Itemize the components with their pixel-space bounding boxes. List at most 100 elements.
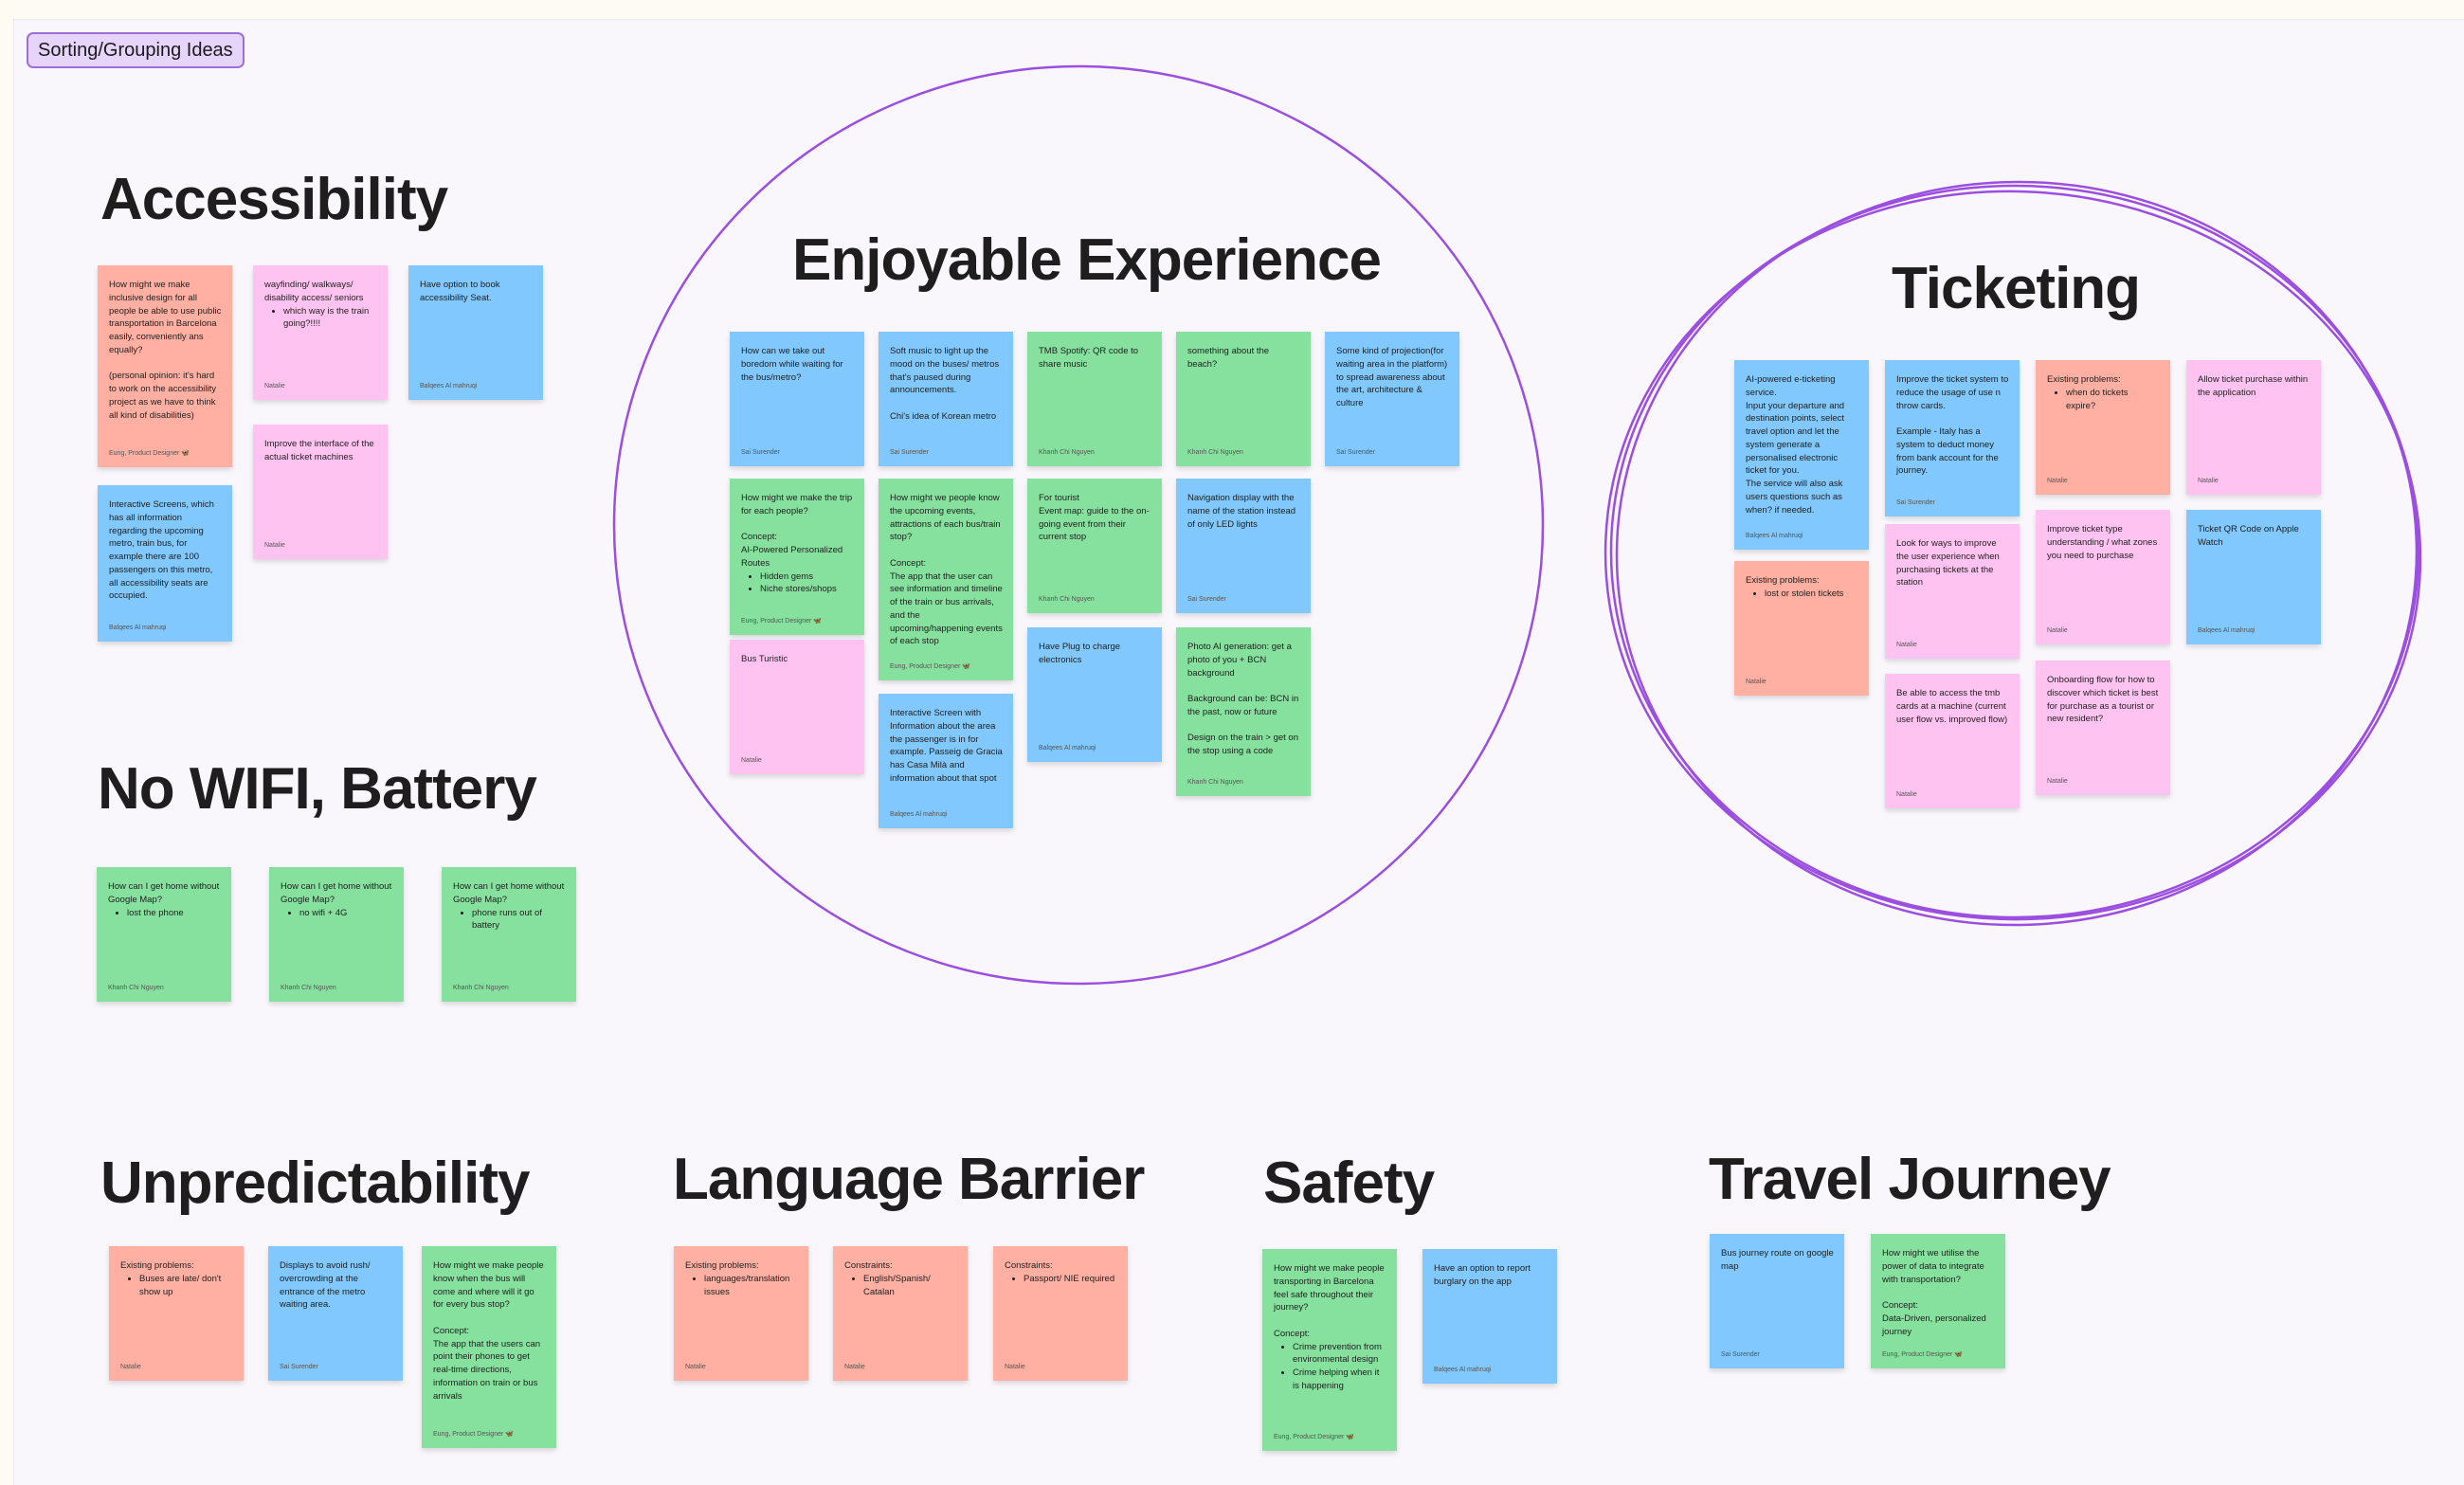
sticky-note[interactable]: Existing problems: when do tickets expir…	[2036, 360, 2170, 495]
sticky-author: Balqees Al mahruqi	[1434, 1366, 1492, 1373]
circle-ticketing-3[interactable]	[1593, 177, 2433, 933]
sticky-note[interactable]: Have an option to report burglary on the…	[1422, 1249, 1557, 1384]
sticky-note[interactable]: How might we make the trip for each peop…	[730, 479, 864, 635]
sticky-note[interactable]: Improve the ticket system to reduce the …	[1885, 360, 2020, 516]
sticky-bullet: Buses are late/ don't show up	[139, 1273, 233, 1299]
sticky-text: How might we make people know when the b…	[433, 1260, 544, 1402]
sticky-note[interactable]: Bus Turistic Natalie	[730, 640, 864, 774]
sticky-note[interactable]: Constraints: English/Spanish/ Catalan Na…	[833, 1246, 968, 1381]
sticky-bullet: lost the phone	[127, 907, 221, 920]
sticky-author: Natalie	[741, 756, 762, 764]
sticky-note[interactable]: Existing problems: Buses are late/ don't…	[109, 1246, 244, 1381]
circle-ticketing-1[interactable]	[1609, 184, 2420, 919]
sticky-bullet: Crime helping when it is happening	[1293, 1367, 1386, 1393]
sticky-bullet: when do tickets expire?	[2066, 387, 2160, 413]
sticky-author: Eung, Product Designer 🦋	[109, 449, 190, 457]
sticky-author: Eung, Product Designer 🦋	[890, 662, 970, 670]
sticky-text: How might we people know the upcoming ev…	[890, 493, 1003, 647]
sticky-note[interactable]: Interactive Screen with Information abou…	[879, 694, 1013, 828]
sticky-note[interactable]: Improve the interface of the actual tick…	[253, 425, 388, 559]
sticky-note[interactable]: Existing problems: languages/translation…	[674, 1246, 808, 1381]
sticky-note[interactable]: How might we make inclusive design for a…	[98, 265, 232, 467]
circle-ticketing-2[interactable]	[1604, 169, 2430, 939]
sticky-author: Natalie	[2047, 477, 2068, 484]
sticky-text: How might we utilise the power of data t…	[1882, 1248, 1986, 1337]
sticky-note[interactable]: Navigation display with the name of the …	[1176, 479, 1311, 613]
sticky-note[interactable]: How might we make people know when the b…	[422, 1246, 556, 1448]
heading-ticketing[interactable]: Ticketing	[1892, 256, 2141, 321]
frame-label[interactable]: Sorting/Grouping Ideas	[27, 32, 245, 68]
sticky-note[interactable]: Onboarding flow for how to discover whic…	[2036, 661, 2170, 795]
sticky-text: Be able to access the tmb cards at a mac…	[1896, 688, 2008, 725]
sticky-author: Sai Surender	[741, 448, 780, 456]
sticky-note[interactable]: Have Plug to charge electronics Balqees …	[1027, 627, 1162, 762]
sticky-author: Balqees Al mahruqi	[1746, 532, 1803, 539]
sticky-note[interactable]: How might we utilise the power of data t…	[1871, 1234, 2005, 1368]
sticky-note[interactable]: How might we people know the upcoming ev…	[879, 479, 1013, 680]
sticky-author: Balqees Al mahruqi	[1039, 744, 1096, 752]
heading-language-barrier[interactable]: Language Barrier	[673, 1147, 1145, 1212]
sticky-text: Existing problems:	[2047, 374, 2121, 385]
sticky-note[interactable]: For tourist Event map: guide to the on-g…	[1027, 479, 1162, 613]
sticky-bullet: Crime prevention from environmental desi…	[1293, 1341, 1386, 1367]
heading-travel-journey[interactable]: Travel Journey	[1709, 1147, 2111, 1212]
sticky-note[interactable]: something about the beach? Khanh Chi Ngu…	[1176, 332, 1311, 466]
sticky-bullet: English/Spanish/ Catalan	[863, 1273, 957, 1299]
sticky-text: How can we take out boredom while waitin…	[741, 346, 843, 383]
sticky-text: Improve ticket type understanding / what…	[2047, 524, 2158, 561]
heading-unpredictability[interactable]: Unpredictability	[100, 1150, 531, 1216]
sticky-note[interactable]: Interactive Screens, which has all infor…	[98, 485, 232, 642]
sticky-author: Eung, Product Designer 🦋	[433, 1430, 514, 1438]
sticky-text: Some kind of projection(for waiting area…	[1336, 346, 1448, 409]
sticky-note[interactable]: Ticket QR Code on Apple Watch Balqees Al…	[2186, 510, 2321, 644]
sticky-note[interactable]: TMB Spotify: QR code to share music Khan…	[1027, 332, 1162, 466]
sticky-text: Existing problems:	[685, 1260, 759, 1271]
sticky-note[interactable]: Constraints: Passport/ NIE required Nata…	[993, 1246, 1128, 1381]
sticky-note[interactable]: Existing problems: lost or stolen ticket…	[1734, 561, 1869, 696]
sticky-text: Constraints:	[844, 1260, 893, 1271]
sticky-text: Bus journey route on google map	[1721, 1248, 1834, 1272]
sticky-author: Natalie	[264, 382, 285, 389]
sticky-note[interactable]: Some kind of projection(for waiting area…	[1325, 332, 1459, 466]
sticky-note[interactable]: AI-powered e-ticketing service. Input yo…	[1734, 360, 1869, 550]
sticky-author: Sai Surender	[280, 1363, 318, 1370]
sticky-note[interactable]: Be able to access the tmb cards at a mac…	[1885, 674, 2020, 808]
sticky-bullet: phone runs out of battery	[472, 907, 566, 933]
sticky-text: How might we make people transporting in…	[1274, 1263, 1385, 1339]
sticky-note[interactable]: Bus journey route on google map Sai Sure…	[1710, 1234, 1844, 1368]
sticky-author: Natalie	[2198, 477, 2219, 484]
heading-accessibility[interactable]: Accessibility	[100, 167, 448, 232]
sticky-note[interactable]: Photo AI generation: get a photo of you …	[1176, 627, 1311, 796]
sticky-note[interactable]: How can I get home without Google Map? n…	[269, 867, 404, 1002]
heading-safety[interactable]: Safety	[1263, 1150, 1435, 1216]
sticky-author: Khanh Chi Nguyen	[453, 984, 509, 991]
sticky-bullet: Niche stores/shops	[760, 583, 854, 596]
sticky-text: Improve the interface of the actual tick…	[264, 439, 374, 462]
sticky-bullet: lost or stolen tickets	[1765, 588, 1858, 601]
sticky-text: Constraints:	[1005, 1260, 1053, 1271]
sticky-note[interactable]: How can I get home without Google Map? p…	[442, 867, 576, 1002]
sticky-text: For tourist Event map: guide to the on-g…	[1039, 493, 1150, 543]
heading-enjoyable-experience[interactable]: Enjoyable Experience	[792, 227, 1382, 293]
sticky-text: Photo AI generation: get a photo of you …	[1187, 642, 1299, 757]
sticky-author: Natalie	[120, 1363, 141, 1370]
sticky-note[interactable]: Look for ways to improve the user experi…	[1885, 524, 2020, 659]
sticky-note[interactable]: How can we take out boredom while waitin…	[730, 332, 864, 466]
sticky-note[interactable]: wayfinding/ walkways/ disability access/…	[253, 265, 388, 400]
sticky-note[interactable]: Improve ticket type understanding / what…	[2036, 510, 2170, 644]
sticky-note[interactable]: How can I get home without Google Map? l…	[97, 867, 231, 1002]
circle-enjoyable-experience[interactable]	[612, 64, 1545, 986]
sticky-text: Improve the ticket system to reduce the …	[1896, 374, 2009, 477]
sticky-note[interactable]: Allow ticket purchase within the applica…	[2186, 360, 2321, 495]
sticky-author: Sai Surender	[1187, 595, 1226, 603]
sticky-author: Sai Surender	[1896, 498, 1935, 506]
sticky-bullet: languages/translation issues	[704, 1273, 798, 1299]
sticky-author: Natalie	[1896, 790, 1917, 798]
sticky-note[interactable]: Soft music to light up the mood on the b…	[879, 332, 1013, 466]
sticky-note[interactable]: Displays to avoid rush/ overcrowding at …	[268, 1246, 403, 1381]
sticky-note[interactable]: Have option to book accessibility Seat. …	[408, 265, 543, 400]
sticky-author: Khanh Chi Nguyen	[1039, 595, 1095, 603]
sticky-note[interactable]: How might we make people transporting in…	[1262, 1249, 1397, 1451]
heading-no-wifi-battery[interactable]: No WIFI, Battery	[98, 756, 537, 822]
